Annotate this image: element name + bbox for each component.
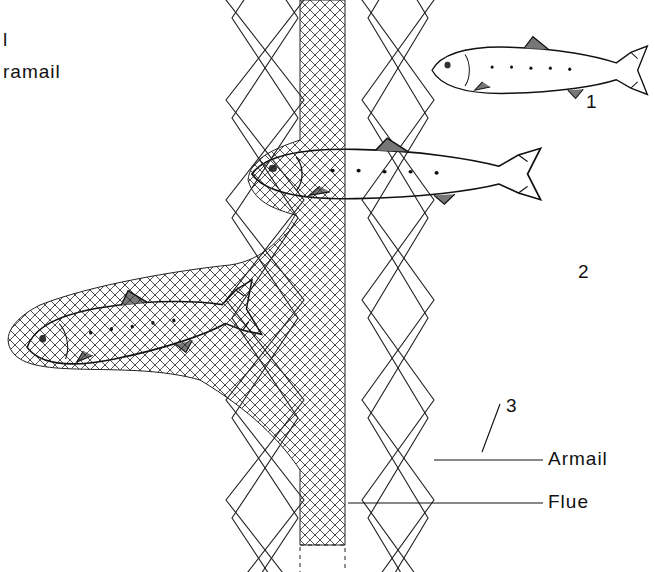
leader-line [482,404,500,452]
armail-line [362,0,434,572]
part-label: Flue [548,492,589,511]
flue-net [8,0,345,545]
title-fragment: l [3,30,8,49]
armail-line [368,0,428,572]
title-fragment: ramail [3,62,61,81]
callout-number: 3 [506,396,518,415]
leader-line [348,502,543,503]
fish-free [432,37,647,99]
flue-net-continuation [300,545,345,572]
callout-number: 2 [578,262,590,281]
armail-line [368,0,428,572]
armail-line [362,0,434,572]
leader-line [434,459,543,460]
part-label: Armail [548,449,608,468]
callout-number: 1 [586,92,598,111]
